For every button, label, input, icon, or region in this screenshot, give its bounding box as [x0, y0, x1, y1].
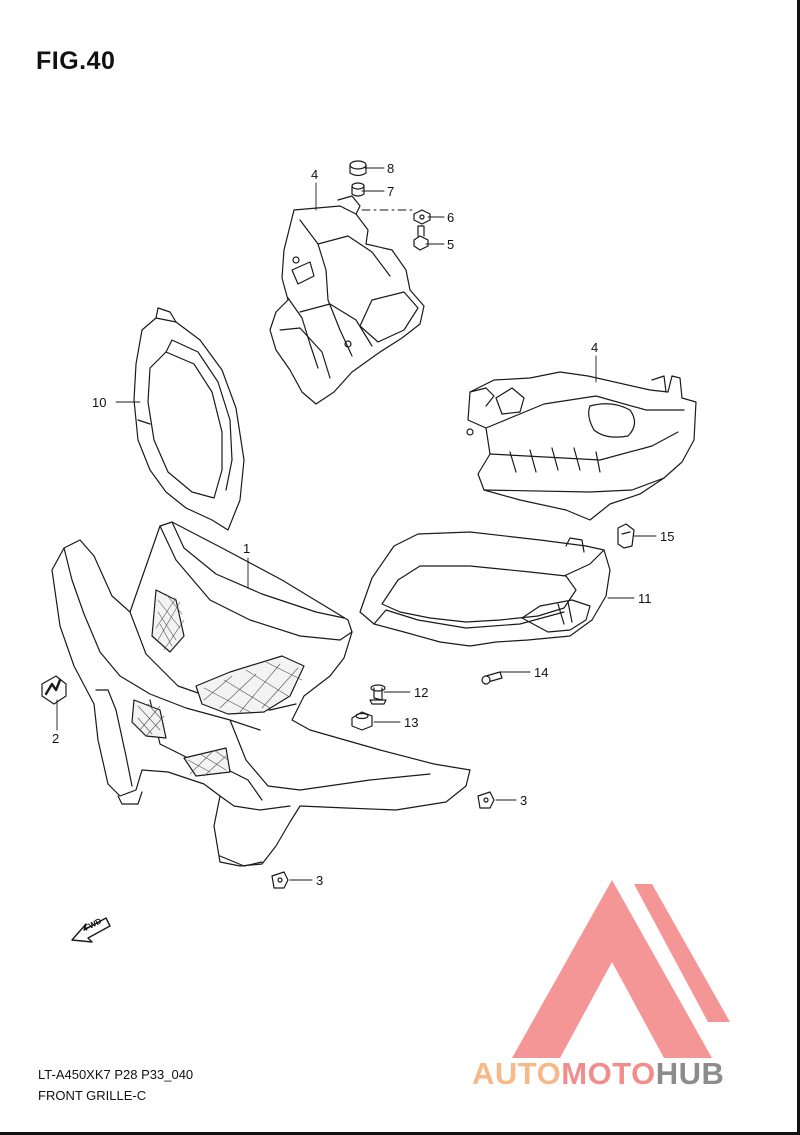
callout-3-upper: 3: [520, 793, 528, 808]
part-3-push-rivet-lower[interactable]: [271, 871, 289, 889]
watermark-text-hub: HUB: [655, 1056, 725, 1091]
fwd-arrow-icon: [71, 917, 111, 943]
part-6-bolt[interactable]: [413, 225, 429, 251]
part-12-clip[interactable]: [369, 684, 387, 705]
part-8-spacer[interactable]: [351, 182, 365, 197]
callout-7: 6: [447, 210, 455, 225]
page-border-bottom: [0, 1132, 800, 1135]
page-border-right: [797, 0, 800, 1135]
watermark-logo-icon: [512, 880, 730, 1058]
part-9-cushion[interactable]: [349, 160, 367, 177]
part-14-screw[interactable]: [481, 671, 503, 685]
callout-6: 5: [447, 237, 455, 252]
callout-13: 13: [404, 715, 419, 730]
callout-1: 1: [243, 541, 251, 556]
part-15-nut-clip[interactable]: [617, 523, 635, 549]
callout-11: 11: [638, 591, 652, 606]
watermark-text-auto: AUTO: [472, 1056, 562, 1091]
callout-14: 14: [534, 665, 549, 680]
part-7-nut[interactable]: [413, 209, 431, 225]
part-5-headlight-bracket-lower[interactable]: [466, 371, 697, 521]
callout-10: 10: [92, 395, 107, 410]
watermark-text-moto: MOTO: [561, 1056, 656, 1091]
figure-title: FIG.40: [36, 47, 116, 75]
part-1-front-grille[interactable]: [51, 521, 471, 867]
part-2-emblem[interactable]: [41, 675, 67, 705]
watermark-text: AUTOMOTOHUB: [472, 1056, 724, 1092]
callout-5: 4: [591, 340, 599, 355]
callout-9: 8: [387, 161, 395, 176]
callout-8: 7: [387, 184, 395, 199]
callout-15: 15: [660, 529, 675, 544]
part-13-cushion-lower[interactable]: [351, 711, 373, 731]
figure-code: LT-A450XK7 P28 P33_040: [38, 1067, 194, 1082]
figure-name: FRONT GRILLE-C: [38, 1088, 147, 1103]
callout-12: 12: [414, 685, 429, 700]
part-11-headlight-cover-right[interactable]: [359, 531, 611, 647]
part-3-push-rivet-upper[interactable]: [477, 791, 495, 809]
callout-2: 2: [52, 731, 60, 746]
part-4-headlight-bracket[interactable]: [269, 195, 425, 405]
part-10-headlight-cover-left[interactable]: [133, 307, 245, 531]
callout-3-lower: 3: [316, 873, 324, 888]
callout-4: 4: [311, 167, 319, 182]
